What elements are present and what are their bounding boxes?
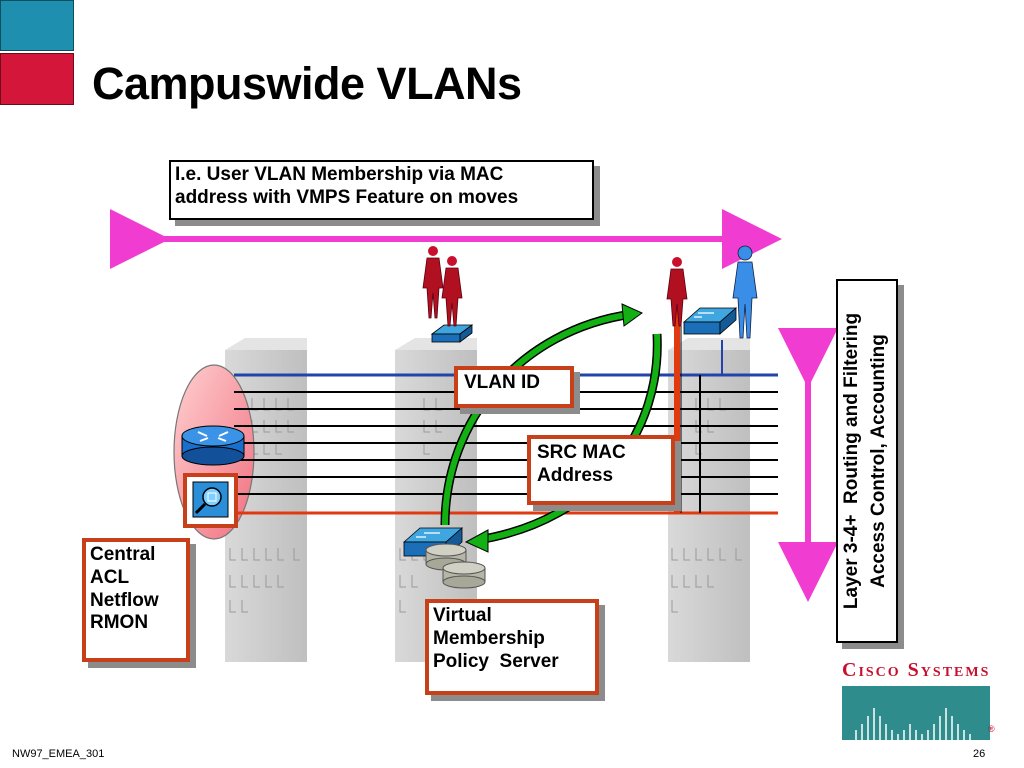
building-right — [668, 338, 750, 662]
src-mac-callout: SRC MAC Address — [527, 435, 675, 505]
user-right-blue-icon — [732, 245, 758, 339]
vlan-id-label: VLAN ID — [464, 372, 540, 393]
membership-line-1: I.e. User VLAN Membership via MAC — [175, 164, 504, 185]
membership-callout: I.e. User VLAN Membership via MAC addres… — [169, 160, 594, 220]
central-callout: Central ACL Netflow RMON — [82, 538, 190, 662]
footer-left: NW97_EMEA_301 — [12, 748, 105, 760]
vmps-line-3: Policy Server — [433, 650, 559, 672]
cisco-logo-text: Cisco Systems — [842, 659, 991, 681]
switch-top-right-icon — [682, 307, 738, 335]
vlan-id-callout: VLAN ID — [454, 366, 574, 408]
router-icon — [181, 425, 245, 466]
vmps-callout: Virtual Membership Policy Server — [425, 599, 599, 695]
central-line-2: ACL — [90, 566, 130, 588]
layer34-line-1: Layer 3-4+ Routing and Filtering — [841, 312, 862, 610]
registered-mark: ® — [988, 724, 995, 734]
layer34-callout: Layer 3-4+ Routing and Filtering Access … — [836, 279, 898, 643]
probe-icon — [183, 473, 238, 528]
corner-block-blue — [0, 0, 74, 51]
user-left-2-icon — [441, 256, 463, 327]
switch-top-left-icon — [430, 324, 474, 343]
user-right-red-icon — [666, 257, 688, 327]
central-line-3: Netflow — [90, 589, 159, 611]
membership-line-2: address with VMPS Feature on moves — [175, 186, 519, 208]
layer34-line-2: Access Control, Accounting — [868, 334, 889, 588]
vmps-line-1: Virtual — [433, 605, 492, 626]
central-line-4: RMON — [90, 612, 149, 634]
src-mac-line-2: Address — [537, 464, 614, 486]
page-number: 26 — [973, 748, 986, 760]
vmps-line-2: Membership — [433, 627, 545, 649]
user-left-1-icon — [422, 246, 444, 319]
src-mac-line-1: SRC MAC — [537, 442, 626, 463]
database-icon — [425, 543, 486, 589]
slide-title: Campuswide VLANs — [92, 58, 522, 109]
cisco-logo-bridge — [842, 686, 990, 740]
red-uplink — [674, 300, 682, 513]
corner-block-red — [0, 53, 74, 105]
central-line-1: Central — [90, 544, 156, 565]
